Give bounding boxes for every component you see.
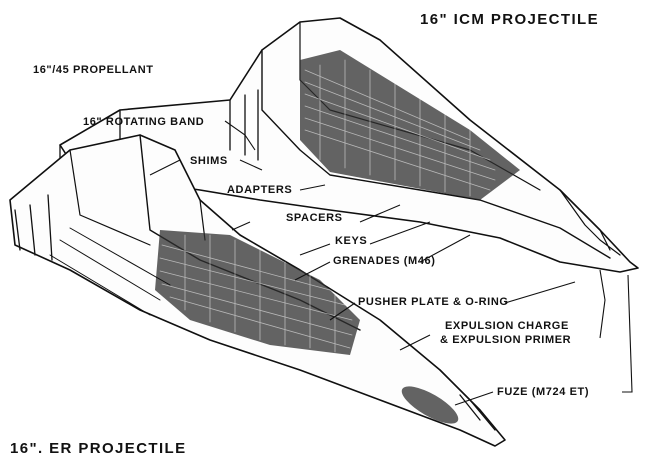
leader-lines <box>149 120 633 406</box>
leader-adapters <box>299 184 326 191</box>
leader-shims <box>149 159 263 176</box>
er-projectile-title: 16". ER PROJECTILE <box>10 440 187 457</box>
leader-grenades <box>294 234 471 281</box>
icm-cutaway-edge <box>261 49 611 259</box>
rotating-band-label: 16" ROTATING BAND <box>83 116 205 128</box>
icm-grenade-rows <box>304 59 496 197</box>
leader-expulsion <box>399 269 606 351</box>
er-grenade-rows <box>159 234 353 353</box>
leader-fuze <box>454 274 633 406</box>
er-grenade-cavity <box>155 230 360 355</box>
leader-pusher-plate <box>329 281 576 321</box>
er-projectile <box>9 134 506 447</box>
leader-rotating-band <box>224 120 256 151</box>
propellant-label: 16"/45 PROPELLANT <box>33 64 154 76</box>
leader-keys <box>299 221 431 256</box>
grenades-label: GRENADES (M46) <box>333 255 436 267</box>
keys-label: KEYS <box>335 235 368 247</box>
expulsion-charge-label: EXPULSION CHARGE <box>445 320 569 332</box>
expulsion-primer-label: & EXPULSION PRIMER <box>440 334 572 346</box>
leader-spacers <box>231 204 401 231</box>
pusher-plate-label: PUSHER PLATE & O-RING <box>358 296 509 308</box>
spacers-label: SPACERS <box>286 212 343 224</box>
fuze-label: FUZE (M724 ET) <box>497 386 590 398</box>
er-rotating-band <box>14 194 53 261</box>
icm-projectile-title: 16" ICM PROJECTILE <box>420 11 600 28</box>
er-base-stripes <box>49 227 171 316</box>
adapters-label: ADAPTERS <box>227 184 293 196</box>
icm-nose <box>559 189 621 256</box>
icm-grenade-cavity <box>300 50 520 200</box>
shims-label: SHIMS <box>190 155 228 167</box>
er-fuze-fill <box>401 386 459 424</box>
